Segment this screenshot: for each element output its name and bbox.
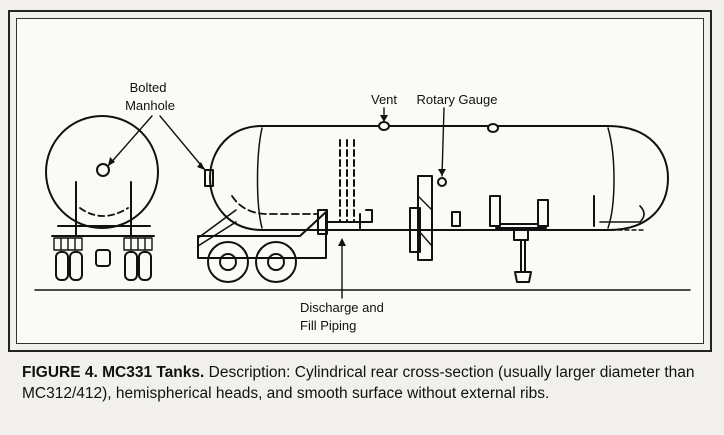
rear-tread-blocks	[53, 237, 153, 251]
figure-caption: FIGURE 4. MC331 Tanks. Description: Cyli…	[22, 362, 702, 404]
discharge-label-2: Fill Piping	[300, 318, 356, 333]
rotary-gauge-label: Rotary Gauge	[417, 92, 498, 107]
discharge-piping	[325, 209, 373, 231]
rotary-gauge	[437, 177, 447, 187]
bolted-manhole-label-1: Bolted	[130, 80, 167, 95]
discharge-label-1: Discharge and	[300, 300, 384, 315]
side-view-trailer	[197, 121, 669, 283]
mid-frame	[409, 175, 461, 261]
side-wheels	[207, 241, 297, 283]
rear-bogie	[489, 195, 549, 283]
front-frame	[197, 211, 327, 259]
figure-description: Description: Cylindrical rear cross-sect…	[22, 364, 695, 402]
rear-wheel-right-1	[124, 251, 138, 281]
rear-tail	[593, 195, 645, 231]
vent-fitting	[378, 121, 390, 131]
rear-dashed-base	[79, 207, 129, 217]
arrow-heads	[108, 115, 446, 246]
bolted-manhole-label-2: Manhole	[125, 98, 175, 113]
rear-wheel-left-2	[69, 251, 83, 281]
rear-wheel-right-2	[138, 251, 152, 281]
internal-dip-tubes	[339, 139, 355, 223]
rear-tank-circle	[45, 115, 159, 229]
rear-wheel-left-1	[55, 251, 69, 281]
vent-label: Vent	[371, 92, 397, 107]
top-fitting-right	[487, 123, 499, 133]
side-manhole	[204, 169, 214, 187]
figure-outer-border	[8, 10, 712, 352]
rear-cross-section	[45, 115, 159, 281]
figure-title: FIGURE 4. MC331 Tanks.	[22, 364, 205, 381]
rear-manhole-circle	[96, 163, 110, 177]
internal-curved-pipe	[231, 195, 319, 215]
leader-lines	[107, 107, 445, 299]
